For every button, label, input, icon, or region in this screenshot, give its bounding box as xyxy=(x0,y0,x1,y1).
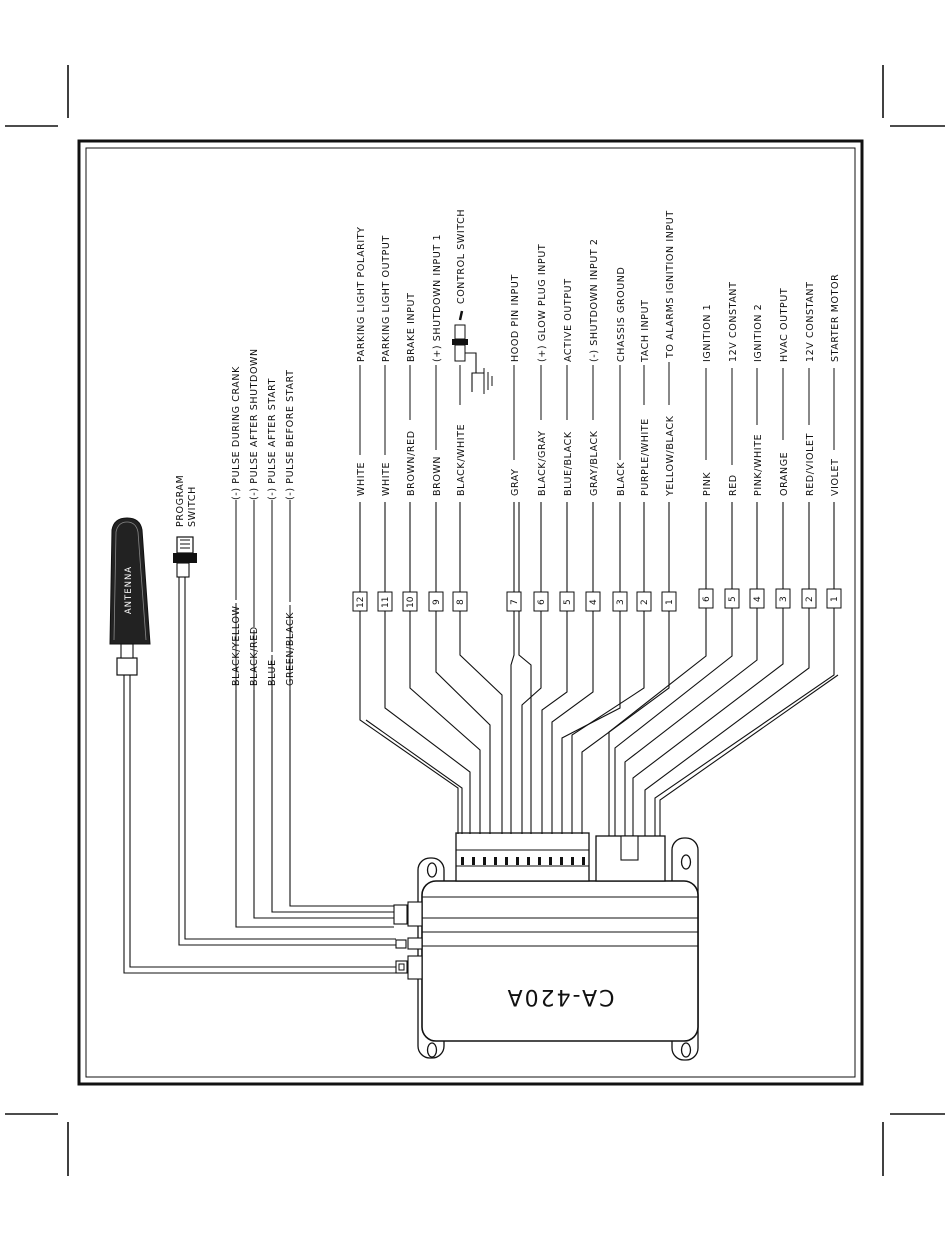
main-harness-row: 6 BLACK/GRAY (+) GLOW PLUG INPUT xyxy=(533,244,549,612)
wire-function-label: 12V CONSTANT xyxy=(805,281,816,362)
power-harness-wires xyxy=(608,502,839,836)
wire-color-label: BROWN/RED xyxy=(406,430,417,496)
wire-color-label: PINK xyxy=(702,472,713,496)
wire-function-label: PARKING LIGHT POLARITY xyxy=(356,226,367,362)
pin-number: 4 xyxy=(753,596,763,602)
wire-function-label: IGNITION 1 xyxy=(702,304,713,362)
wire-color-label: BLACK xyxy=(616,462,627,496)
wire-color-label: RED/VIOLET xyxy=(805,433,816,496)
antenna xyxy=(109,517,151,676)
wire-color-label: RED xyxy=(728,474,739,496)
pin-number: 1 xyxy=(830,596,840,602)
wire-function-label: (-) SHUTDOWN INPUT 2 xyxy=(589,238,600,362)
pin-number: 12 xyxy=(356,597,366,608)
left-harness-labels: BLACK/YELLOW (-) PULSE DURING CRANK BLAC… xyxy=(231,348,296,690)
power-harness-row: 5 RED 12V CONSTANT xyxy=(724,281,740,609)
power-harness-row: 6 PINK IGNITION 1 xyxy=(698,304,714,609)
pin-number: 5 xyxy=(563,599,573,605)
pin-number: 3 xyxy=(616,599,626,605)
left-wire-function-label: (-) PULSE DURING CRANK xyxy=(231,366,242,500)
pin-number: 2 xyxy=(805,596,815,602)
main-harness-row: 11 WHITE PARKING LIGHT OUTPUT xyxy=(377,235,393,612)
wire-color-label: PURPLE/WHITE xyxy=(640,418,651,496)
main-harness-row: 12 WHITE PARKING LIGHT POLARITY xyxy=(352,226,368,612)
pin-number: 6 xyxy=(702,596,712,602)
main-harness-row: 5 BLUE/BLACK ACTIVE OUTPUT xyxy=(559,278,575,612)
wire-function-label: HOOD PIN INPUT xyxy=(510,274,521,362)
main-harness-row: 1 YELLOW/BLACK TO ALARMS IGNITION INPUT xyxy=(661,210,677,612)
power-harness-row: 4 PINK/WHITE IGNITION 2 xyxy=(749,304,765,609)
power-harness-row: 3 ORANGE HVAC OUTPUT xyxy=(775,288,791,609)
main-harness-labels: 12 WHITE PARKING LIGHT POLARITY 11 WHITE… xyxy=(352,209,677,612)
left-wire-function-label: (-) PULSE AFTER SHUTDOWN xyxy=(249,348,260,500)
pin-number: 3 xyxy=(779,596,789,602)
left-harness-wires xyxy=(123,576,396,974)
pin-number: 1 xyxy=(665,599,675,605)
wire-function-label: BRAKE INPUT xyxy=(406,293,417,362)
wire-function-label: (+) SHUTDOWN INPUT 1 xyxy=(432,234,443,362)
wire-function-label: HVAC OUTPUT xyxy=(779,288,790,362)
wire-function-label: TO ALARMS IGNITION INPUT xyxy=(665,210,676,359)
main-harness-row: 7 GRAY HOOD PIN INPUT xyxy=(506,274,522,612)
pin-number: 10 xyxy=(406,596,416,608)
control-module xyxy=(393,832,699,1061)
wire-color-label: GRAY/BLACK xyxy=(589,430,600,496)
main-harness-row: 8 BLACK/WHITE CONTROL SWITCH xyxy=(452,209,468,612)
wire-function-label: 12V CONSTANT xyxy=(728,281,739,362)
wire-color-label: BROWN xyxy=(432,456,443,496)
control-switch xyxy=(452,310,493,394)
wire-function-label: (+) GLOW PLUG INPUT xyxy=(537,244,548,362)
power-harness-row: 2 RED/VIOLET 12V CONSTANT xyxy=(801,281,817,609)
main-harness-row: 10 BROWN/RED BRAKE INPUT xyxy=(402,293,418,612)
main-harness-row: 2 PURPLE/WHITE TACH INPUT xyxy=(636,299,652,612)
wire-function-label: STARTER MOTOR xyxy=(830,274,841,362)
pin-number: 2 xyxy=(640,599,650,605)
power-harness-labels: 6 PINK IGNITION 1 5 RED 12V CONSTANT 4 P… xyxy=(698,274,842,609)
wire-color-label: WHITE xyxy=(381,462,392,496)
wire-color-label: WHITE xyxy=(356,462,367,496)
wire-function-label: PARKING LIGHT OUTPUT xyxy=(381,235,392,362)
antenna-label: ANTENNA xyxy=(124,566,134,614)
wire-color-label: VIOLET xyxy=(830,459,841,496)
wire-color-label: YELLOW/BLACK xyxy=(665,415,676,497)
main-harness-wires xyxy=(359,502,670,834)
left-wire-function-label: (-) PULSE AFTER START xyxy=(267,378,278,500)
wire-color-label: BLACK/GRAY xyxy=(537,430,548,496)
wire-function-label: CHASSIS GROUND xyxy=(616,267,627,362)
wire-color-label: GRAY xyxy=(510,468,521,496)
pin-number: 7 xyxy=(510,599,520,605)
power-harness-row: 1 VIOLET STARTER MOTOR xyxy=(826,274,842,609)
program-switch[interactable] xyxy=(173,536,197,578)
left-wire-function-label: (-) PULSE BEFORE START xyxy=(285,370,296,500)
wire-function-label: TACH INPUT xyxy=(640,299,651,363)
main-harness-row: 9 BROWN (+) SHUTDOWN INPUT 1 xyxy=(428,234,444,612)
pin-number: 9 xyxy=(432,599,442,605)
pin-number: 4 xyxy=(589,599,599,605)
pin-number: 11 xyxy=(381,597,391,608)
wire-function-label: CONTROL SWITCH xyxy=(456,209,467,304)
pin-number: 5 xyxy=(728,596,738,602)
main-harness-row: 4 GRAY/BLACK (-) SHUTDOWN INPUT 2 xyxy=(585,238,601,612)
module-model-label: CA-420A xyxy=(506,984,615,1009)
pin-number: 6 xyxy=(537,599,547,605)
crop-marks xyxy=(5,65,945,1176)
wire-function-label: ACTIVE OUTPUT xyxy=(563,278,574,362)
wire-color-label: PINK/WHITE xyxy=(753,434,764,496)
wire-function-label: IGNITION 2 xyxy=(753,304,764,362)
main-harness-row: 3 BLACK CHASSIS GROUND xyxy=(612,267,628,612)
inner-frame xyxy=(85,147,856,1078)
pin-number: 8 xyxy=(456,599,466,605)
wire-color-label: BLUE/BLACK xyxy=(563,431,574,496)
wire-color-label: BLACK/WHITE xyxy=(456,424,467,496)
program-switch-label-line1: PROGRAM xyxy=(175,475,186,527)
wire-color-label: ORANGE xyxy=(779,452,790,496)
program-switch-label-line2: SWITCH xyxy=(187,486,198,527)
outer-frame xyxy=(77,139,864,1086)
